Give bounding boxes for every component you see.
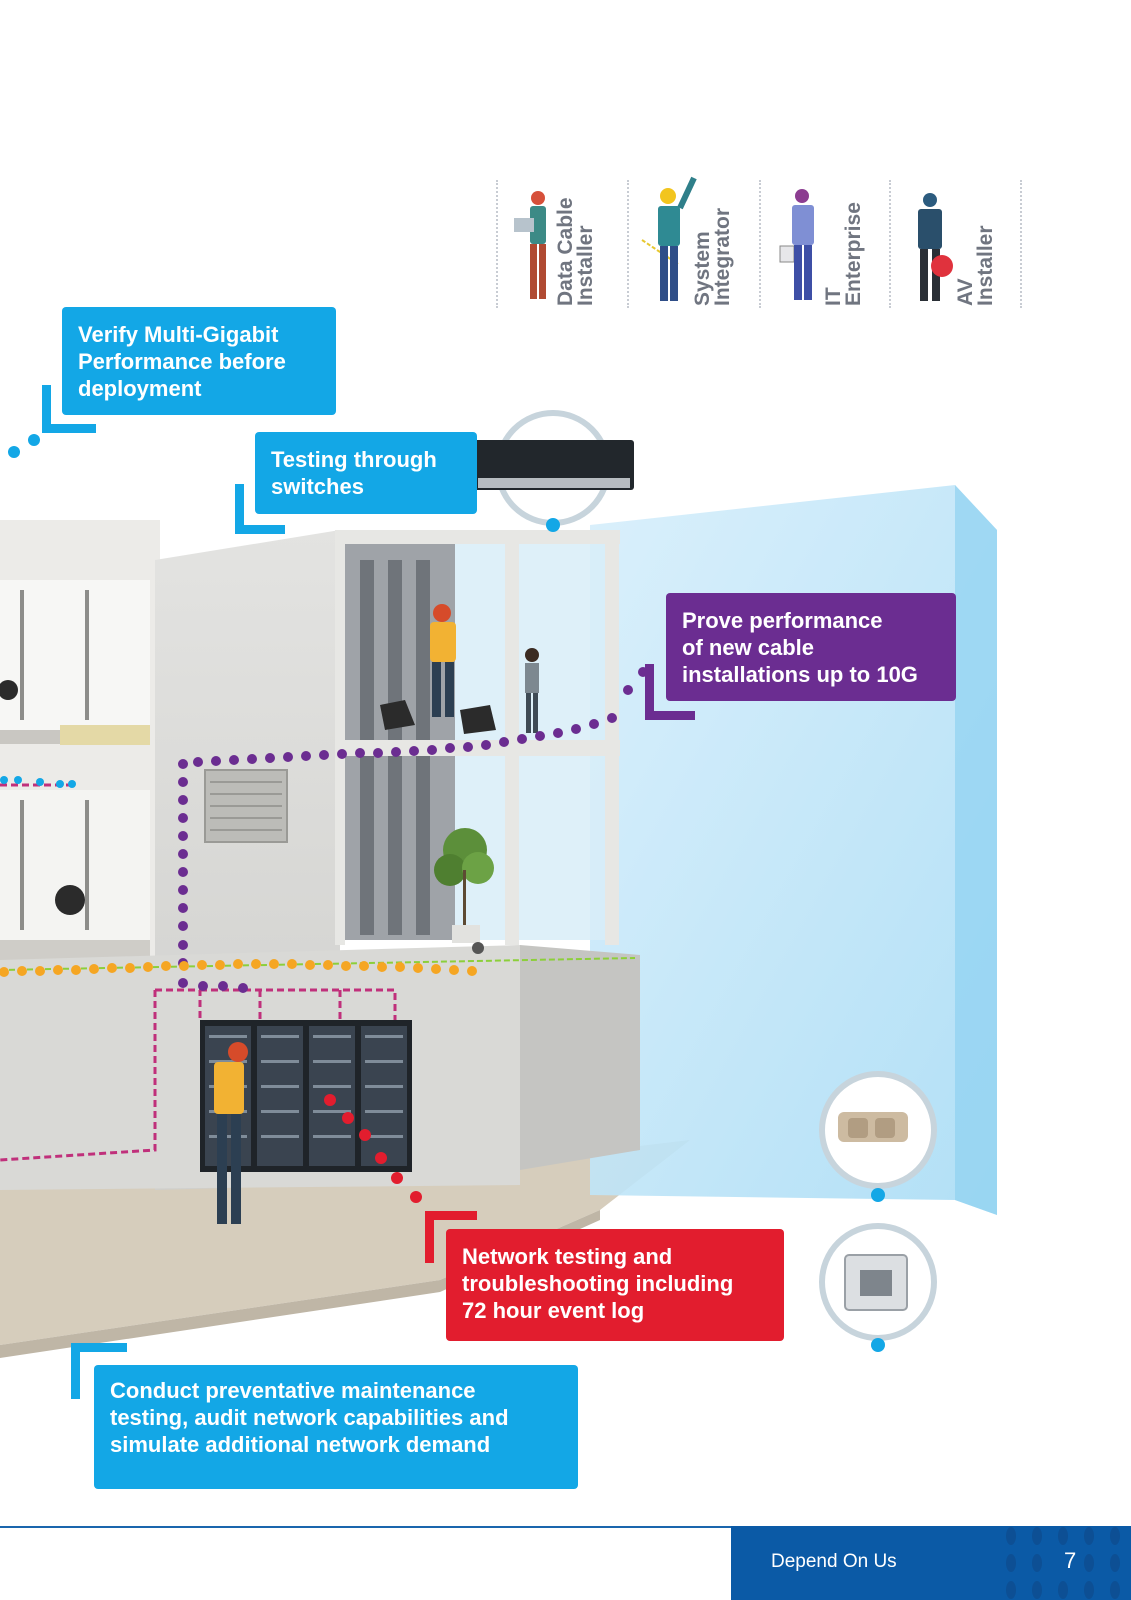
callout-verify-multigigabit: Verify Multi-Gigabit Performance before …: [62, 307, 336, 415]
footer-rule: [0, 1526, 1131, 1528]
footer-band: [731, 1526, 1131, 1600]
callout-prove-performance: Prove performance of new cable installat…: [666, 593, 956, 701]
persona-label: AV Installer: [954, 225, 997, 306]
callout-bracket: [42, 385, 96, 433]
callout-bracket: [71, 1343, 127, 1399]
callout-bracket: [425, 1211, 477, 1263]
callout-bracket: [645, 664, 695, 720]
technician-upper: [430, 604, 456, 717]
footer-dot-pattern: [1006, 1527, 1120, 1599]
technician-server: [214, 1042, 248, 1224]
callout-bracket: [235, 484, 285, 534]
persona-label: IT Enterprise: [822, 202, 865, 306]
callout-testing-switches: Testing through switches: [255, 432, 477, 514]
page-number: 7: [1064, 1548, 1077, 1573]
callout-network-testing: Network testing and troubleshooting incl…: [446, 1229, 784, 1341]
orange-dots: [0, 959, 477, 977]
it-enterprise-icon: [779, 189, 814, 300]
red-dots: [324, 1094, 422, 1203]
woman-upper: [525, 648, 539, 733]
switch-badge: [474, 410, 634, 532]
data-cable-installer-icon: [514, 191, 546, 299]
floor-slab: [0, 1140, 690, 1345]
jack-badge: [819, 1223, 937, 1352]
footer-tagline: Depend On Us: [771, 1551, 897, 1572]
av-installer-icon: [918, 193, 953, 301]
callout-conduct-maintenance: Conduct preventative maintenance testing…: [94, 1365, 578, 1489]
persona-label: Data Cable Installer: [554, 197, 597, 306]
connector-badge: [819, 1071, 937, 1202]
blue-dots: [0, 434, 76, 788]
persona-label: System Integrator: [691, 207, 734, 306]
system-integrator-icon: [641, 176, 697, 301]
